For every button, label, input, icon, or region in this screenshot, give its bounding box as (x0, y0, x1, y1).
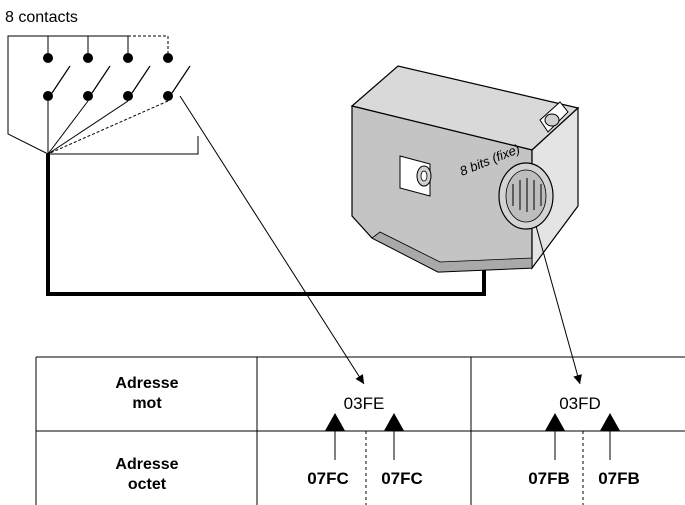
byte-address-2b: 07FB (598, 469, 640, 488)
contact-dot (163, 91, 173, 101)
contact-dot (83, 91, 93, 101)
contacts-block: 8 contacts (5, 9, 199, 155)
byte-address-1a: 07FC (307, 469, 349, 488)
switch-lever (51, 65, 71, 94)
word-address-label-line1: Adresse (115, 375, 178, 392)
up-arrow (384, 412, 404, 431)
word-address-2: 03FD (559, 394, 601, 413)
up-arrow (600, 412, 620, 431)
word-address-label-line2: mot (132, 395, 162, 412)
contact-dot (43, 53, 53, 63)
contact-dot (43, 91, 53, 101)
up-arrow (325, 412, 345, 431)
pointer-arrow-module (535, 225, 582, 385)
pointer-arrow-contacts (179, 95, 365, 385)
switch-lever (91, 65, 111, 94)
cable (46, 154, 486, 296)
word-address-1: 03FE (344, 394, 385, 413)
contact-dot (83, 53, 93, 63)
contacts-label: 8 contacts (5, 9, 78, 26)
byte-address-label-line1: Adresse (115, 456, 178, 473)
switch-lever (171, 65, 191, 94)
input-module: 8 bits (fixe) (350, 65, 580, 273)
address-table: Adresse mot Adresse octet 03FE 03FD 07FC… (35, 356, 685, 505)
contact-dot (163, 53, 173, 63)
contacts-outline (7, 35, 199, 155)
byte-address-label-line2: octet (128, 476, 167, 493)
up-arrow (545, 412, 565, 431)
byte-address-1b: 07FC (381, 469, 423, 488)
contact-dot (123, 91, 133, 101)
contact-dot (123, 53, 133, 63)
switch-lever (131, 65, 151, 94)
byte-address-2a: 07FB (528, 469, 570, 488)
